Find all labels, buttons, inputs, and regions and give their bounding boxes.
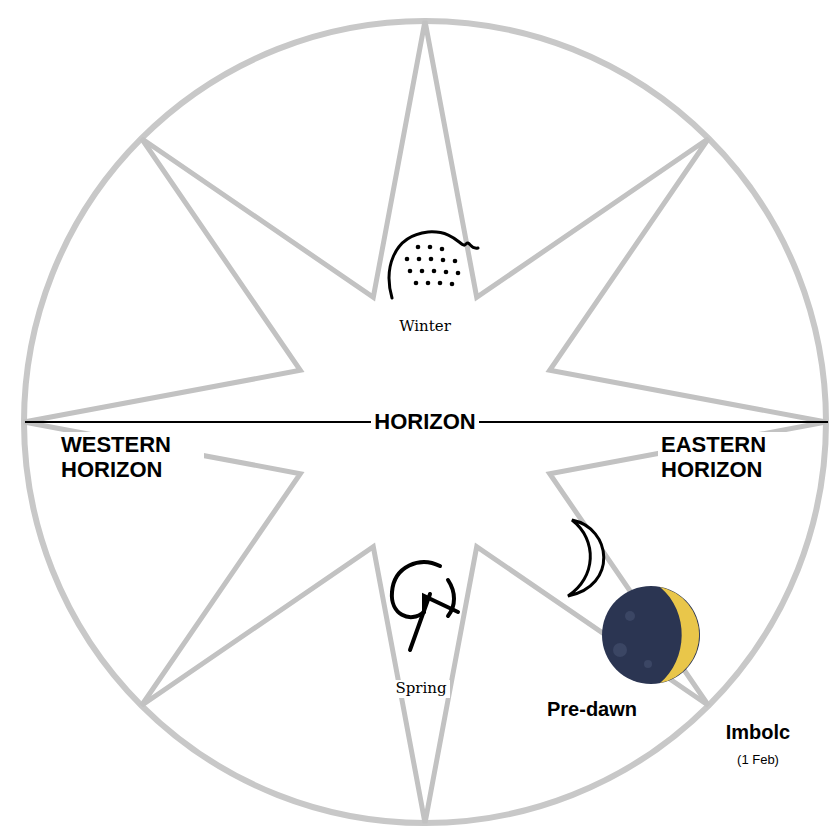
horizon-label: EASTERN HORIZON [658, 432, 804, 483]
season-label: Winter [396, 318, 454, 335]
spring-symbol [392, 562, 458, 650]
festival-label: Imbolc [723, 721, 793, 744]
moon-phase [602, 586, 700, 684]
crescent-moon [568, 520, 604, 596]
horizon-label: WESTERN HORIZON [58, 432, 204, 483]
date-label: (1 Feb) [734, 753, 782, 768]
season-label: Spring [392, 680, 449, 697]
winter-symbol [389, 232, 478, 298]
time-label: Pre-dawn [544, 698, 640, 721]
horizon-label: HORIZON [371, 409, 478, 434]
